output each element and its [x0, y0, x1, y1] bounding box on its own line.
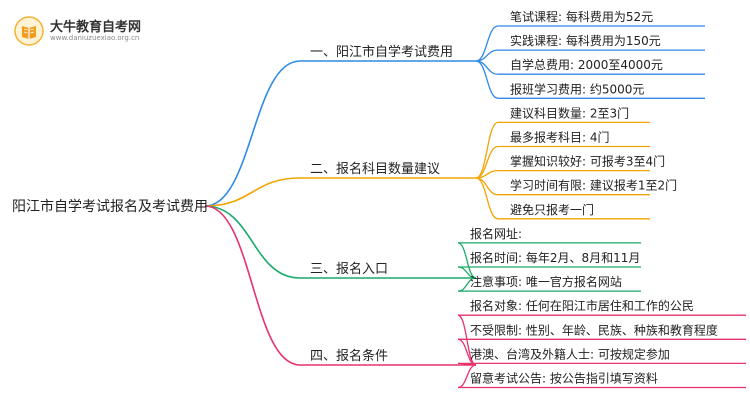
leaf-connector: [475, 177, 499, 220]
leaf-node: 笔试课程: 每科费用为52元: [510, 9, 653, 24]
leaf-node: 避免只报考一门: [510, 202, 594, 217]
leaf-node: 留意考试公告: 按公告指引填写资料: [470, 371, 658, 386]
leaf-node: 自学总费用: 2000至4000元: [510, 57, 663, 72]
branch-connector: [204, 205, 301, 366]
leaf-node: 学习时间有限: 建议报考1至2门: [510, 178, 677, 193]
leaf-node: 港澳、台湾及外籍人士: 可按规定参加: [470, 346, 670, 361]
leaf-connector: [475, 177, 499, 196]
logo-name: 大牛教育自考网: [50, 20, 142, 35]
mindmap-connectors: [204, 25, 746, 389]
branch-connector: [204, 177, 301, 207]
leaf-node: 报班学习费用: 约5000元: [510, 81, 644, 96]
branch-node: 三、报名入口: [310, 261, 388, 277]
leaf-node: 掌握知识较好: 可报考3至4门: [510, 154, 665, 169]
branch-node: 一、阳江市自学考试费用: [310, 44, 453, 60]
leaf-node: 建议科目数量: 2至3门: [510, 105, 629, 120]
root-node: 阳江市自学考试报名及考试费用: [12, 198, 208, 215]
leaf-connector: [457, 338, 477, 366]
leaf-connector: [475, 25, 499, 62]
leaf-node: 注意事项: 唯一官方报名网站: [470, 274, 622, 289]
site-logo: 大牛教育自考网 www.daniuzuexiao.org.cn: [14, 14, 154, 48]
branch-node: 四、报名条件: [310, 348, 388, 364]
book-logo-icon: [14, 16, 44, 46]
logo-url: www.daniuzuexiao.org.cn: [50, 34, 140, 42]
leaf-connector: [457, 242, 477, 279]
leaf-node: 报名时间: 每年2月、8月和11月: [470, 250, 640, 265]
branch-node: 二、报名科目数量建议: [310, 161, 440, 177]
branch-connector: [204, 205, 301, 279]
branch-connector: [204, 60, 301, 207]
leaf-connector: [475, 121, 499, 179]
leaf-node: 报名网址:: [470, 226, 522, 241]
leaf-node: 实践课程: 每科费用为150元: [510, 33, 661, 48]
leaf-node: 最多报考科目: 4门: [510, 130, 610, 145]
leaf-node: 不受限制: 性别、年龄、民族、种族和教育程度: [470, 322, 718, 337]
leaf-connector: [475, 60, 499, 99]
mindmap-nodes: 阳江市自学考试报名及考试费用 一、阳江市自学考试费用 笔试课程: 每科费用为52元实…: [12, 9, 718, 386]
leaf-node: 报名对象: 任何在阳江市居住和工作的公民: [470, 298, 694, 313]
leaf-connector: [475, 145, 499, 179]
